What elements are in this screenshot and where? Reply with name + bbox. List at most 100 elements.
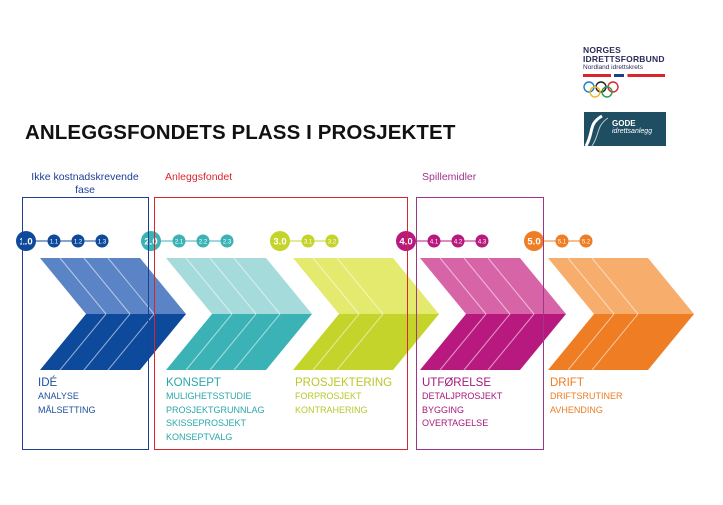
phase-number-badge	[141, 231, 161, 251]
sub-step-badge	[71, 234, 85, 248]
phase-number-badge	[524, 231, 544, 251]
chevron-utførelse	[420, 257, 566, 371]
chevron-stripe	[567, 313, 615, 371]
sub-step-label: 3.1	[304, 239, 313, 245]
section-box-spillemidler	[416, 197, 544, 450]
sub-step-label: 4.2	[454, 239, 463, 245]
phase-item: PROSJEKTGRUNNLAG	[166, 404, 265, 415]
chevron-drift	[548, 257, 694, 371]
sub-step-label: 3.2	[328, 239, 337, 245]
chevron-stripe	[233, 257, 281, 315]
chevron-stripe	[591, 313, 639, 371]
phase-title-utforelse: UTFØRELSE	[422, 377, 492, 389]
chevron-stripe	[83, 313, 131, 371]
phase-item: DETALJPROSJEKT	[422, 391, 503, 401]
phase-number-badge	[270, 231, 290, 251]
phase-number-label: 3.0	[273, 237, 286, 248]
chevron-stripe	[336, 313, 384, 371]
section-label-anleggsfondet: Anleggsfondet	[165, 171, 233, 183]
section-box-ikke-kostnadskrevende	[22, 197, 149, 450]
chevron-stripe	[312, 313, 360, 371]
sub-step-label: 2.3	[223, 239, 232, 245]
nif-logo-stripe	[583, 74, 665, 77]
phase-item: ANALYSE	[38, 391, 79, 401]
chevron-idé	[40, 257, 186, 371]
sub-step-label: 2.1	[175, 239, 184, 245]
chevron-upper	[548, 258, 694, 314]
sub-step-label: 2.2	[199, 239, 208, 245]
chevron-lower	[420, 314, 566, 370]
gode-logo-line1: GODE	[612, 119, 636, 128]
chevron-stripe	[83, 257, 131, 315]
sub-step-badge	[475, 234, 489, 248]
gode-idrettsanlegg-logo: GODE idrettsanlegg	[584, 112, 666, 146]
sub-step-badge	[555, 234, 569, 248]
phase-item: BYGGING	[422, 404, 465, 415]
phase-number-label: 2.0	[144, 237, 157, 248]
chevron-stripe	[439, 313, 487, 371]
chevron-stripe	[233, 313, 281, 371]
phase-number-label: 5.0	[527, 237, 540, 248]
chevron-stripe	[487, 313, 535, 371]
sub-step-label: 5.2	[582, 239, 591, 245]
chevron-stripe	[107, 313, 155, 371]
road-icon	[584, 114, 609, 146]
nif-logo-line2: IDRETTSFORBUND	[583, 54, 665, 64]
phase-item: OVERTAGELSE	[422, 418, 489, 428]
phase-item: MULIGHETSSTUDIE	[166, 391, 252, 401]
sub-step-badge	[47, 234, 61, 248]
section-box-anleggsfondet	[154, 197, 408, 450]
phase-item: AVHENDING	[550, 404, 603, 415]
nif-logo: NORGES IDRETTSFORBUND Nordland idrettskr…	[583, 46, 673, 98]
phase-number-label: 1.0	[19, 237, 32, 248]
chevron-lower	[166, 314, 312, 370]
sub-step-badge	[451, 234, 465, 248]
chevron-upper	[166, 258, 312, 314]
chevron-lower	[548, 314, 694, 370]
phase-item: FORPROSJEKT	[295, 391, 362, 401]
phase-number-badge	[16, 231, 36, 251]
chevron-stripe	[336, 257, 384, 315]
phase-title-drift: DRIFT	[550, 377, 584, 389]
phase-text-konsept: KONSEPT MULIGHETSSTUDIE PROSJEKTGRUNNLAG…	[166, 377, 265, 444]
phase-item: KONSEPTVALG	[166, 431, 233, 442]
sub-step-badge	[579, 234, 593, 248]
phase-title-konsept: KONSEPT	[166, 377, 221, 389]
sub-step-label: 1.3	[98, 239, 107, 245]
chevron-lower	[293, 314, 439, 370]
page-title: ANLEGGSFONDETS PLASS I PROSJEKTET	[25, 121, 456, 144]
chevron-stripe	[487, 257, 535, 315]
phase-item: SKISSEPROSJEKT	[166, 418, 247, 428]
chevron-stripe	[209, 257, 257, 315]
chevron-stripe	[591, 257, 639, 315]
sub-step-badge	[172, 234, 186, 248]
chevron-konsept	[166, 257, 312, 371]
phase-number-label: 4.0	[399, 237, 412, 248]
sub-step-badge	[95, 234, 109, 248]
chevron-stripe	[185, 313, 233, 371]
chevron-stripe	[209, 313, 257, 371]
phase-title-prosjektering: PROSJEKTERING	[295, 377, 393, 389]
sub-step-badge	[220, 234, 234, 248]
chevron-stripe	[107, 257, 155, 315]
chevron-stripe	[439, 257, 487, 315]
sub-step-badge	[325, 234, 339, 248]
sub-step-label: 1.1	[50, 239, 59, 245]
chevron-stripe	[463, 313, 511, 371]
chevron-prosjektering	[293, 257, 439, 371]
phase-item: MÅLSETTING	[38, 404, 96, 415]
olympic-rings-icon	[583, 81, 619, 98]
sub-step-badge	[427, 234, 441, 248]
sub-step-label: 4.3	[478, 239, 487, 245]
chevron-stripe	[59, 313, 107, 371]
phase-text-drift: DRIFT DRIFTSRUTINER AVHENDING	[550, 377, 623, 417]
section-label-spillemidler: Spillemidler	[422, 171, 477, 183]
chevron-lower	[40, 314, 186, 370]
chevron-upper	[293, 258, 439, 314]
nif-logo-line3: Nordland idrettskrets	[583, 64, 643, 71]
chevron-upper	[40, 258, 186, 314]
chevron-stripe	[312, 257, 360, 315]
chevron-upper	[420, 258, 566, 314]
section-label-ikke-kostnadskrevende: Ikke kostnadskrevende fase	[31, 171, 139, 196]
